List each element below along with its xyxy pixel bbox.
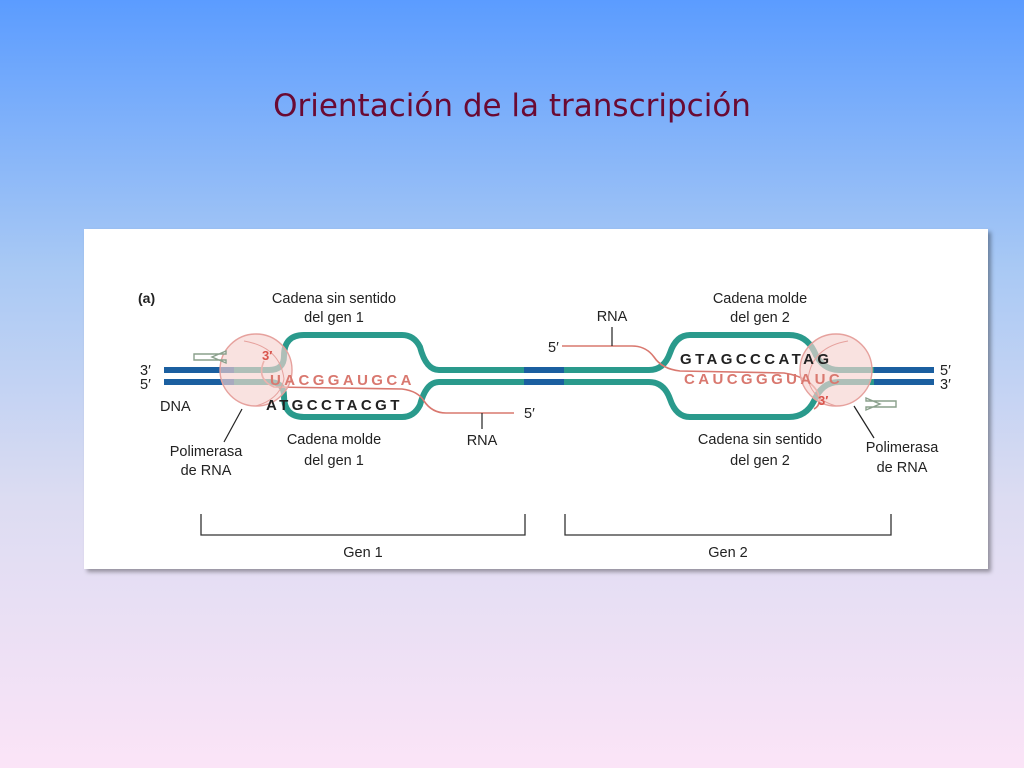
gene1-polymerase-label-line2: de RNA	[181, 463, 232, 479]
gene2-rna-label: RNA	[597, 309, 628, 325]
panel-label: (a)	[138, 290, 155, 306]
gene2-polymerase-label-line1: Polimerasa	[866, 440, 939, 456]
gene1-rna-label: RNA	[467, 433, 498, 449]
gene1-rna-3-prime-end: 3′	[262, 348, 272, 363]
gene1-polymerase-label-line1: Polimerasa	[170, 444, 243, 460]
left-end-bottom-label: 5′	[140, 377, 151, 393]
gene2-rna-3-prime-end: 3′	[818, 393, 828, 408]
gene2-template-label-line2: del gen 2	[730, 310, 790, 326]
slide-title: Orientación de la transcripción	[273, 88, 751, 124]
gene1-bracket-label: Gen 1	[343, 545, 383, 561]
gene2-direction-arrow-icon	[865, 396, 897, 412]
left-end-top-label: 3′	[140, 363, 151, 379]
gene1-rna-5-prime-label: 5′	[524, 406, 535, 422]
gene1-rna-polymerase	[219, 333, 293, 407]
gene1-template-label-line1: Cadena molde	[287, 432, 381, 448]
gene1-polymerase-leader	[223, 408, 243, 443]
gene1-rna-sequence: UACGGAUGCA	[270, 372, 415, 389]
dna-right-blue-ends	[874, 367, 934, 385]
gene1-direction-arrow-icon	[193, 349, 227, 365]
gene2-template-label-line1: Cadena molde	[713, 291, 807, 307]
gene2-nontemplate-label-line2: del gen 2	[730, 453, 790, 469]
dna-label: DNA	[160, 399, 191, 415]
gene1-polymerase-overlap	[243, 340, 285, 407]
gene1-template-sequence: ATGCCTACGT	[266, 397, 403, 414]
gene2-polymerase-leader	[853, 405, 875, 439]
gene2-rna-polymerase	[799, 333, 873, 407]
gene2-polymerase-overlap	[807, 340, 849, 407]
right-end-top-label: 5′	[940, 363, 951, 379]
gene2-bracket	[564, 514, 892, 536]
right-end-bottom-label: 3′	[940, 377, 951, 393]
gene1-template-label-line2: del gen 1	[304, 453, 364, 469]
gene2-polymerase-label-line2: de RNA	[877, 460, 928, 476]
gene1-nontemplate-label-line2: del gen 1	[304, 310, 364, 326]
gene2-nontemplate-label-line1: Cadena sin sentido	[698, 432, 822, 448]
gene2-template-sequence: GTAGCCCATAG	[680, 351, 832, 368]
gene2-bracket-label: Gen 2	[708, 545, 748, 561]
gene1-nontemplate-label-line1: Cadena sin sentido	[272, 291, 396, 307]
diagram-panel: UACGGAUGCA ATGCCTACGT GTAGCCCATAG CAUCGG…	[84, 229, 988, 569]
transcription-diagram: UACGGAUGCA ATGCCTACGT GTAGCCCATAG CAUCGG…	[138, 290, 951, 561]
dna-middle-blue-segment	[524, 367, 564, 385]
gene2-rna-sequence: CAUCGGGUAUC	[684, 371, 843, 388]
gene1-bracket	[200, 514, 526, 536]
gene2-rna-5-prime-label: 5′	[548, 340, 559, 356]
